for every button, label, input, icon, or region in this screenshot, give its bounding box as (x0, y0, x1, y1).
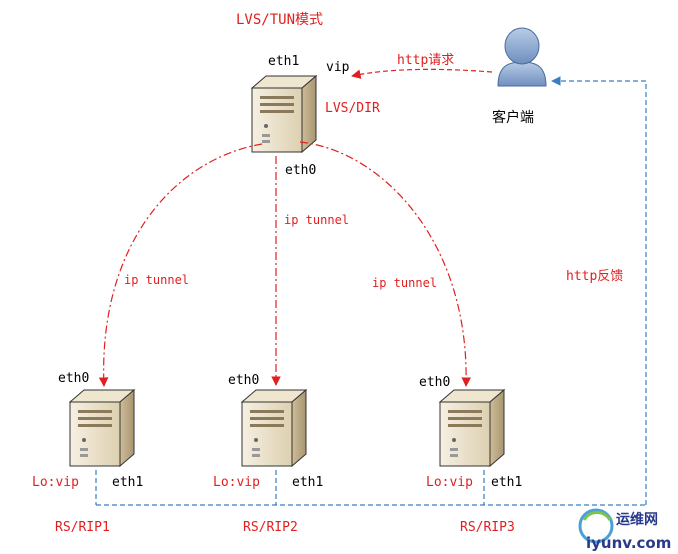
real-server-1 (69, 389, 135, 467)
rs1-name-label: RS/RIP1 (55, 520, 110, 535)
watermark-logo (578, 508, 614, 544)
director-vip-label: vip (326, 60, 350, 75)
director-eth1-label: eth1 (268, 54, 299, 69)
rs1-lo-label: Lo:vip (32, 475, 79, 490)
rs2-eth1-label: eth1 (292, 475, 323, 490)
real-server-2 (241, 389, 307, 467)
http-response-label: http反馈 (566, 269, 623, 284)
real-server-3 (439, 389, 505, 467)
watermark-brand: 运维网 (616, 511, 658, 528)
tunnel-label-middle: ip tunnel (284, 213, 349, 227)
rs2-name-label: RS/RIP2 (243, 520, 298, 535)
director-eth0-label: eth0 (285, 163, 316, 178)
tunnel-label-right: ip tunnel (372, 276, 437, 290)
http-request-label: http请求 (397, 53, 454, 68)
http-response-path (95, 76, 647, 506)
rs2-eth0-label: eth0 (228, 373, 259, 388)
tunnel-arrow-left (98, 143, 263, 387)
rs1-eth1-label: eth1 (112, 475, 143, 490)
client-person-icon (497, 27, 547, 87)
rs1-eth0-label: eth0 (58, 371, 89, 386)
client-label: 客户端 (492, 109, 534, 126)
rs3-lo-label: Lo:vip (426, 475, 473, 490)
tunnel-arrow-right (299, 141, 472, 387)
http-request-arrow (351, 68, 493, 79)
rs3-eth1-label: eth1 (491, 475, 522, 490)
director-name-label: LVS/DIR (325, 101, 380, 116)
rs3-name-label: RS/RIP3 (460, 520, 515, 535)
watermark-url: iyunv.com (586, 534, 671, 552)
diagram-title: LVS/TUN模式 (236, 12, 323, 28)
rs2-lo-label: Lo:vip (213, 475, 260, 490)
tunnel-label-left: ip tunnel (124, 273, 189, 287)
director-server (251, 75, 317, 153)
rs3-eth0-label: eth0 (419, 375, 450, 390)
